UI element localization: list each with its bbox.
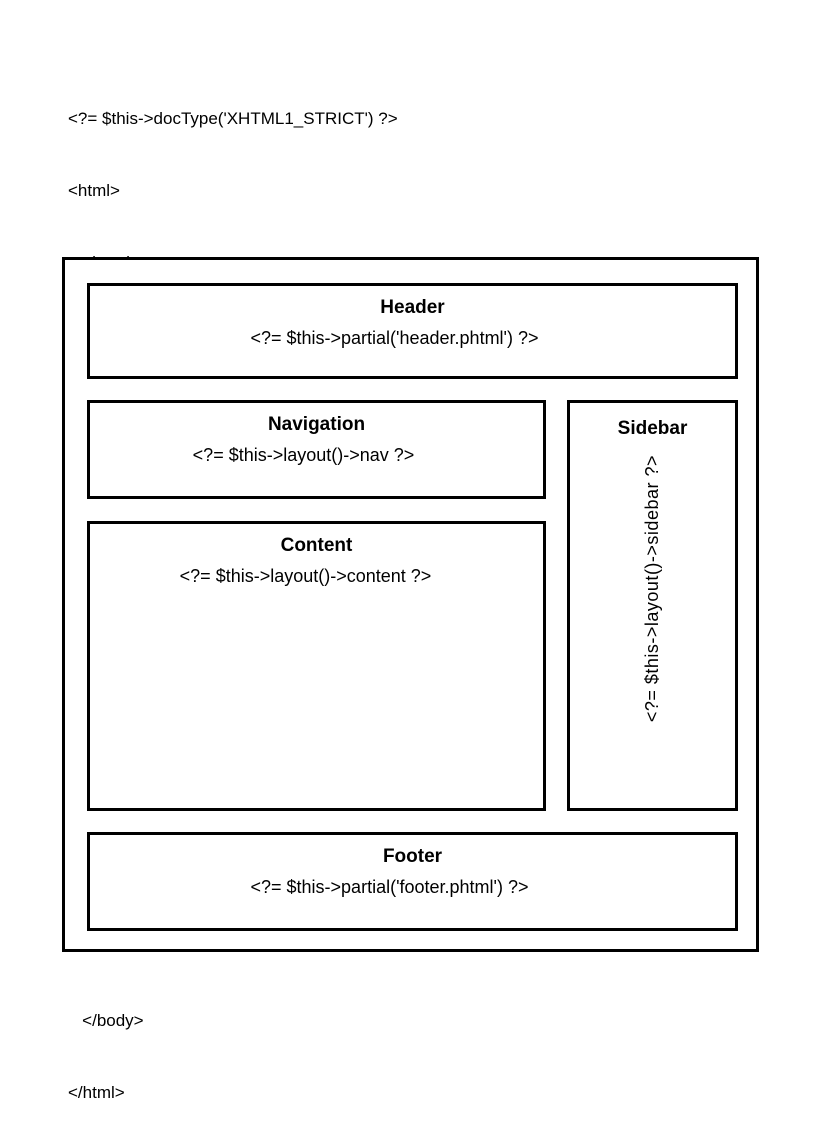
region-sidebar: Sidebar <?= $this->layout()->sidebar ?>: [567, 400, 738, 811]
code-line: <?= $this->docType('XHTML1_STRICT') ?>: [68, 109, 398, 128]
region-navigation: Navigation <?= $this->layout()->nav ?>: [87, 400, 546, 499]
code-line: </html>: [68, 1083, 125, 1102]
region-navigation-code: <?= $this->layout()->nav ?>: [192, 445, 415, 465]
region-footer-title: Footer: [382, 846, 443, 867]
layout-diagram-outer-box: Header <?= $this->partial('header.phtml'…: [62, 257, 759, 952]
region-footer-code: <?= $this->partial('footer.phtml') ?>: [250, 877, 529, 897]
region-header: Header <?= $this->partial('header.phtml'…: [87, 283, 738, 379]
region-content-code: <?= $this->layout()->content ?>: [179, 566, 432, 586]
region-sidebar-code-wrap: <?= $this->layout()->sidebar ?>: [570, 455, 735, 804]
code-listing-bottom: </body> </html>: [68, 961, 144, 1129]
region-navigation-title: Navigation: [267, 414, 366, 435]
code-line: <html>: [68, 181, 120, 200]
region-footer: Footer <?= $this->partial('footer.phtml'…: [87, 832, 738, 931]
region-header-title: Header: [380, 297, 445, 318]
region-content: Content <?= $this->layout()->content ?>: [87, 521, 546, 811]
code-line: </body>: [68, 1011, 144, 1030]
region-header-code: <?= $this->partial('header.phtml') ?>: [250, 328, 539, 348]
region-content-title: Content: [280, 535, 353, 556]
region-sidebar-title: Sidebar: [617, 418, 688, 439]
region-sidebar-code: <?= $this->layout()->sidebar ?>: [642, 455, 662, 723]
